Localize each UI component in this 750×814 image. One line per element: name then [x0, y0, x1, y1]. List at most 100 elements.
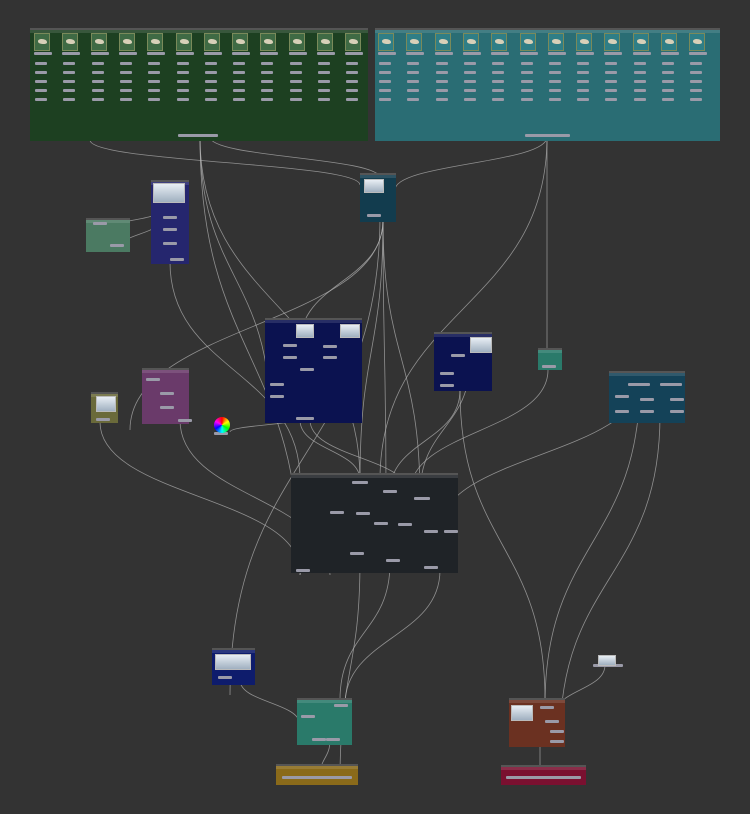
node[interactable]	[312, 738, 326, 741]
backdrop-gold-output[interactable]	[276, 764, 358, 785]
node[interactable]	[301, 715, 315, 718]
node[interactable]	[93, 222, 107, 225]
node[interactable]	[119, 71, 132, 74]
node[interactable]	[296, 417, 314, 420]
node[interactable]	[633, 89, 646, 92]
node[interactable]	[63, 89, 76, 92]
node[interactable]	[462, 52, 481, 55]
bird-thumbnail-node[interactable]	[378, 33, 394, 51]
node[interactable]	[63, 80, 76, 83]
node[interactable]	[170, 258, 184, 261]
bird-thumbnail-node[interactable]	[661, 33, 677, 51]
node[interactable]	[318, 80, 330, 83]
node[interactable]	[407, 98, 420, 101]
node[interactable]	[96, 418, 110, 421]
node[interactable]	[317, 52, 335, 55]
node[interactable]	[233, 71, 246, 74]
node[interactable]	[233, 89, 246, 92]
node[interactable]	[289, 98, 302, 101]
node[interactable]	[176, 71, 189, 74]
image-thumbnail[interactable]	[598, 655, 616, 666]
backdrop-header[interactable]	[276, 766, 358, 769]
node[interactable]	[386, 559, 400, 562]
node[interactable]	[233, 62, 246, 65]
node[interactable]	[261, 98, 274, 101]
backdrop-header[interactable]	[30, 30, 368, 33]
node[interactable]	[346, 98, 359, 101]
node[interactable]	[63, 71, 76, 74]
node[interactable]	[289, 62, 302, 65]
node[interactable]	[463, 80, 476, 83]
node[interactable]	[323, 345, 337, 348]
node[interactable]	[660, 383, 682, 386]
node[interactable]	[383, 490, 397, 493]
backdrop-header[interactable]	[501, 767, 586, 770]
node[interactable]	[270, 395, 284, 398]
node[interactable]	[492, 89, 505, 92]
node[interactable]	[326, 738, 340, 741]
node[interactable]	[91, 71, 104, 74]
node[interactable]	[689, 52, 708, 55]
node[interactable]	[204, 62, 217, 65]
node[interactable]	[282, 776, 352, 779]
node[interactable]	[176, 80, 189, 83]
node[interactable]	[670, 410, 684, 413]
bird-thumbnail-node[interactable]	[147, 33, 164, 51]
node[interactable]	[550, 730, 564, 733]
node[interactable]	[261, 89, 274, 92]
node[interactable]	[525, 134, 570, 137]
node[interactable]	[378, 52, 396, 55]
node[interactable]	[352, 481, 368, 484]
node[interactable]	[148, 98, 161, 101]
node[interactable]	[62, 52, 81, 55]
node[interactable]	[463, 89, 476, 92]
node[interactable]	[633, 98, 646, 101]
node[interactable]	[633, 62, 646, 65]
node[interactable]	[356, 512, 370, 515]
node[interactable]	[615, 395, 629, 398]
node[interactable]	[176, 89, 189, 92]
node[interactable]	[367, 214, 381, 217]
node[interactable]	[690, 62, 703, 65]
node[interactable]	[233, 80, 246, 83]
image-thumbnail[interactable]	[215, 654, 251, 670]
node[interactable]	[178, 419, 192, 422]
backdrop-header[interactable]	[91, 394, 118, 397]
backdrop-header[interactable]	[265, 320, 362, 323]
node[interactable]	[91, 80, 104, 83]
node[interactable]	[542, 365, 556, 368]
node[interactable]	[435, 62, 448, 65]
node[interactable]	[346, 71, 359, 74]
node[interactable]	[633, 80, 646, 83]
node[interactable]	[318, 62, 330, 65]
node[interactable]	[577, 62, 590, 65]
node[interactable]	[270, 383, 284, 386]
image-thumbnail[interactable]	[296, 324, 314, 338]
node[interactable]	[261, 62, 274, 65]
backdrop-header[interactable]	[609, 373, 685, 376]
node[interactable]	[63, 62, 76, 65]
node[interactable]	[444, 530, 458, 533]
node[interactable]	[300, 368, 314, 371]
node[interactable]	[318, 71, 330, 74]
image-thumbnail[interactable]	[364, 179, 384, 193]
node[interactable]	[350, 552, 364, 555]
node[interactable]	[218, 676, 232, 679]
node[interactable]	[492, 98, 505, 101]
node[interactable]	[345, 52, 364, 55]
node[interactable]	[147, 52, 166, 55]
node[interactable]	[233, 98, 246, 101]
node[interactable]	[520, 89, 533, 92]
node[interactable]	[662, 98, 674, 101]
node[interactable]	[323, 356, 337, 359]
node[interactable]	[288, 52, 307, 55]
node[interactable]	[379, 98, 391, 101]
node[interactable]	[110, 244, 124, 247]
node[interactable]	[451, 354, 465, 357]
node[interactable]	[662, 80, 674, 83]
node[interactable]	[662, 62, 674, 65]
node[interactable]	[520, 71, 533, 74]
backdrop-header[interactable]	[360, 175, 396, 178]
node[interactable]	[407, 80, 420, 83]
node[interactable]	[463, 62, 476, 65]
